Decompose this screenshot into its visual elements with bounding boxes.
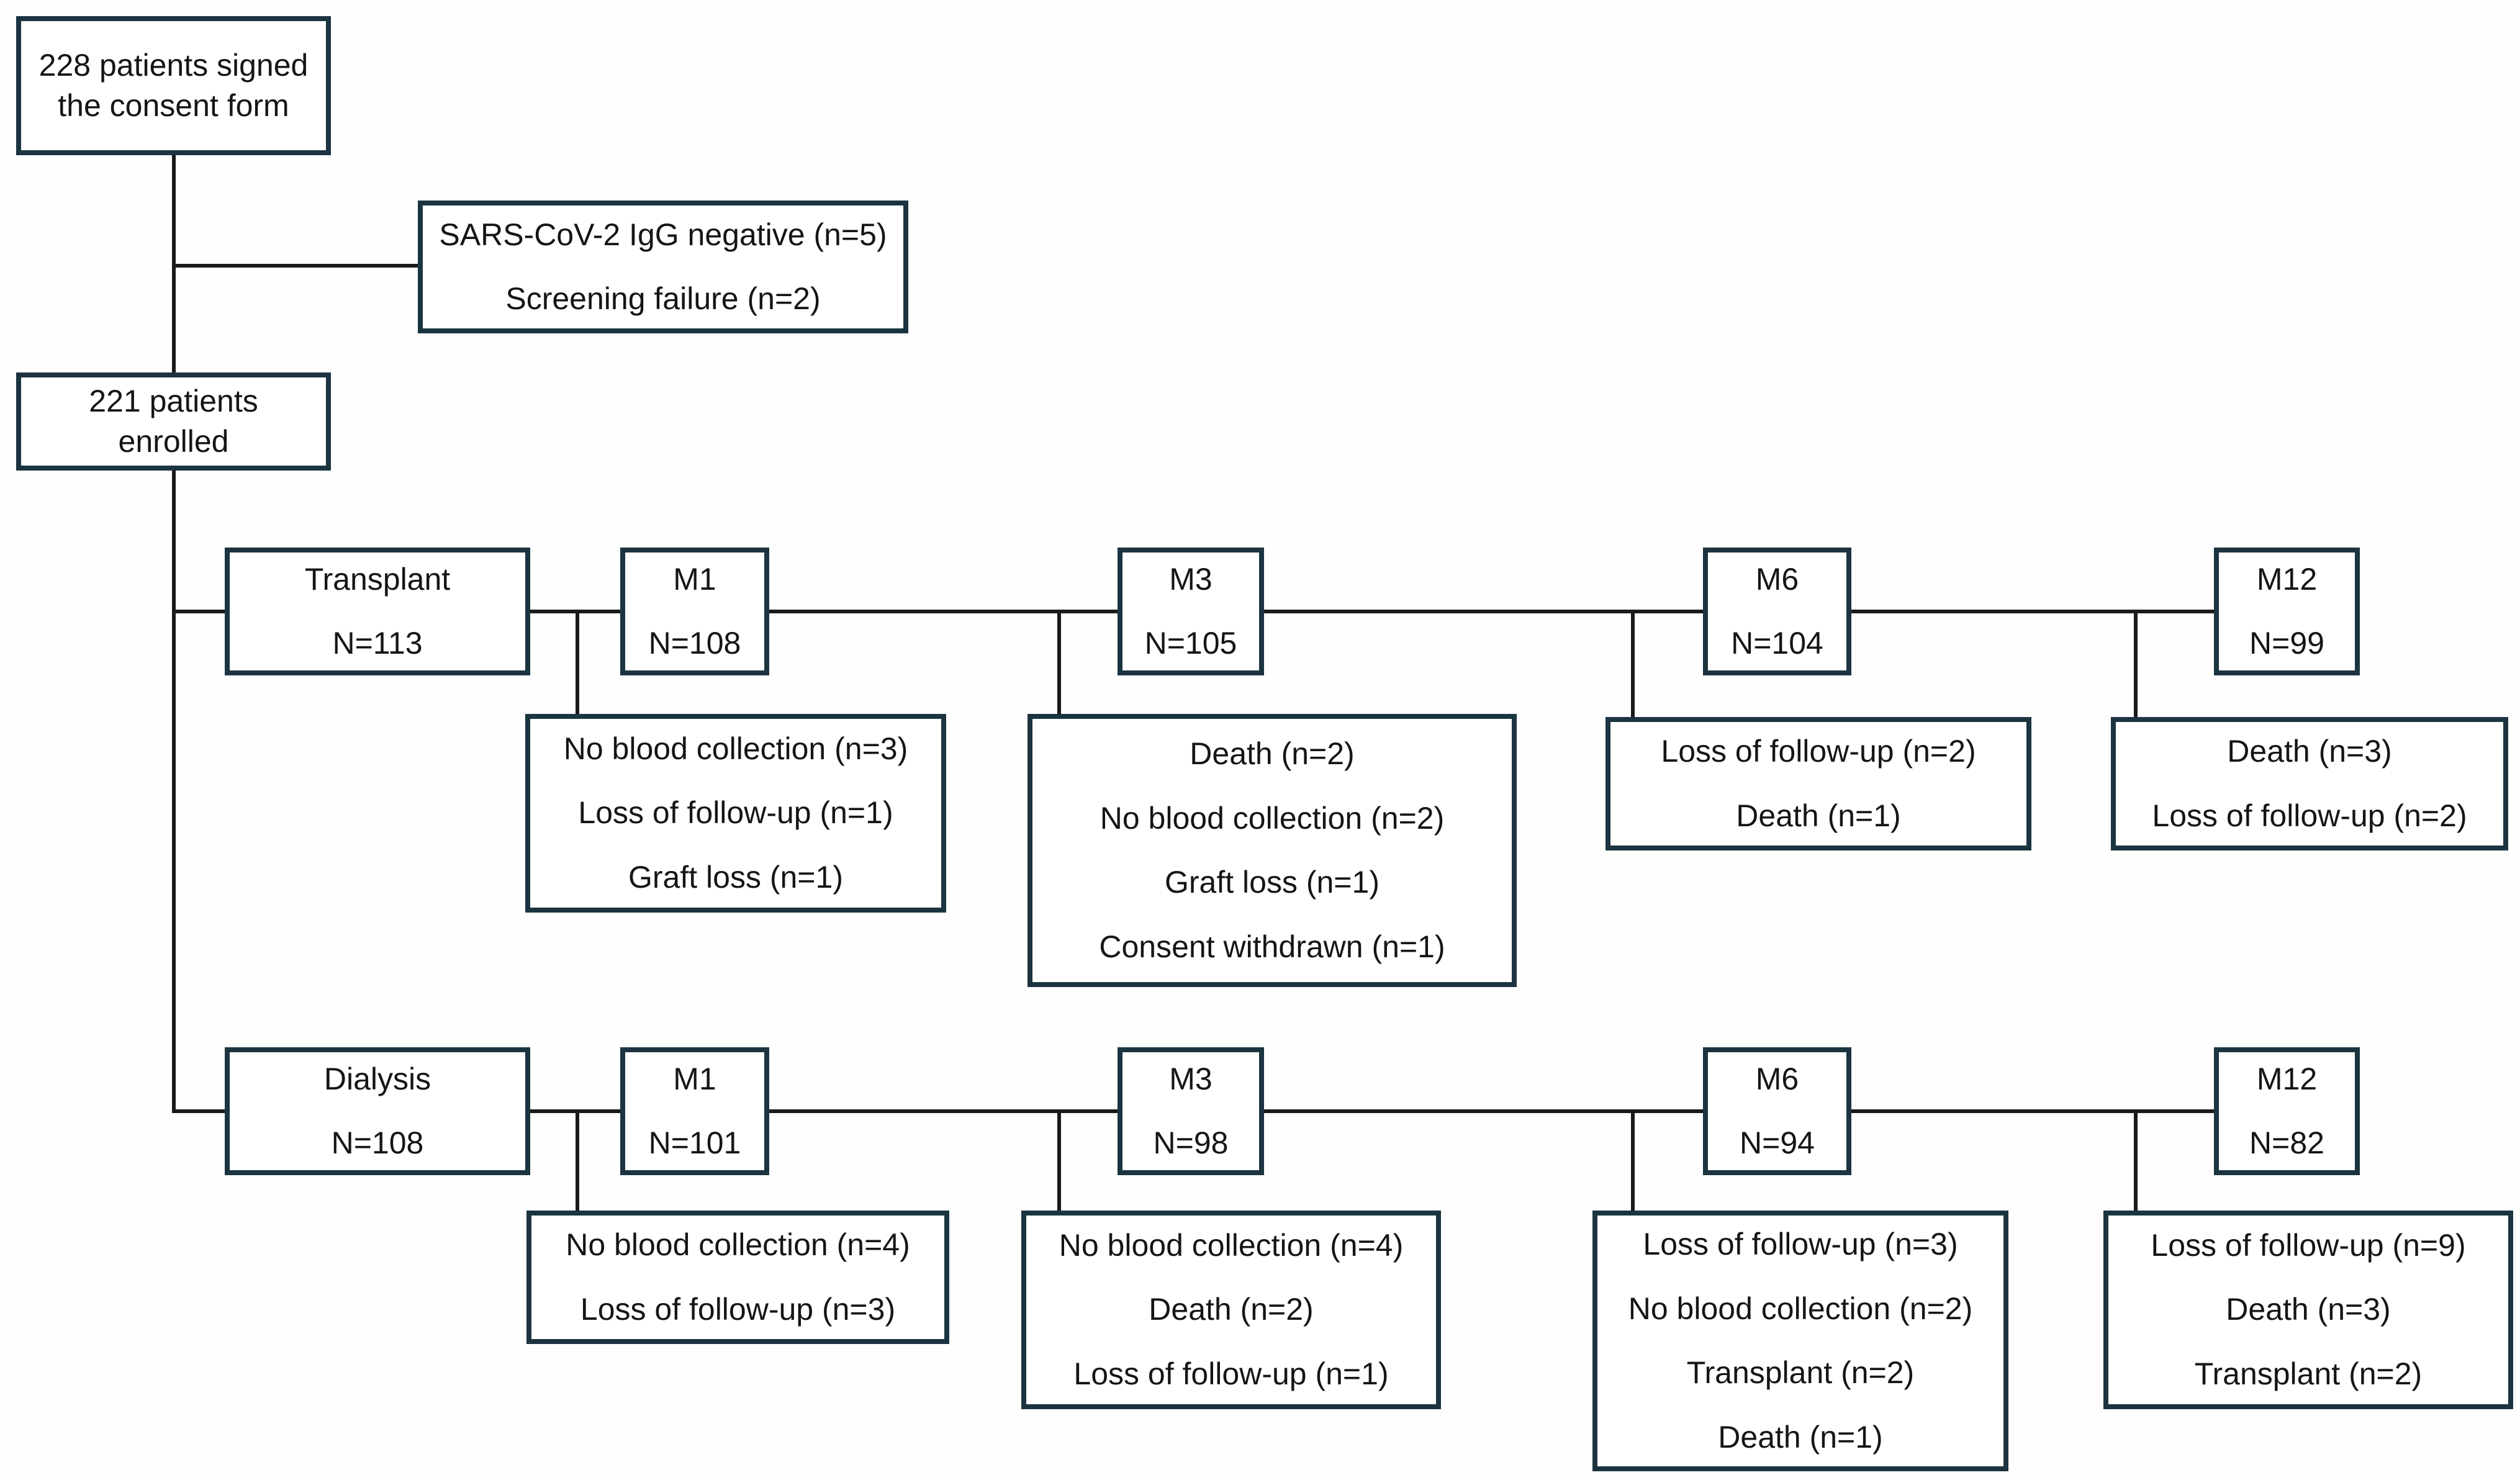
node-line: M12 [2256,1061,2318,1096]
node-enrolled: 221 patients enrolled [16,372,331,471]
connector-line [172,264,418,268]
node-line: Death (n=2) [1149,1292,1314,1327]
node-line: No blood collection (n=3) [563,731,908,766]
node-dialysis-m1-dropouts: No blood collection (n=4) Loss of follow… [526,1211,949,1344]
node-transplant-m1-dropouts: No blood collection (n=3) Loss of follow… [525,714,946,913]
node-dialysis-m1: M1 N=101 [620,1047,769,1175]
node-transplant-m6-dropouts: Loss of follow-up (n=2) Death (n=1) [1605,717,2031,850]
node-line: Screening failure (n=2) [505,281,821,316]
node-dialysis-m3: M3 N=98 [1118,1047,1264,1175]
node-line: Loss of follow-up (n=3) [1643,1227,1958,1261]
node-line: M12 [2256,561,2318,597]
connector-line [1631,611,1635,719]
node-line: enrolled [118,424,229,459]
connector-line [1850,610,2215,613]
node-line: No blood collection (n=2) [1628,1291,1973,1326]
node-line: N=108 [648,626,741,661]
node-line: M1 [673,561,716,597]
connector-line [768,1109,1119,1113]
node-line: N=104 [1731,626,1823,661]
connector-line [1263,610,1704,613]
node-line: N=101 [648,1125,741,1160]
node-consent-signed: 228 patients signed the consent form [16,16,331,155]
node-line: Consent withdrawn (n=1) [1099,929,1445,964]
connector-line [576,611,579,716]
node-line: Loss of follow-up (n=3) [580,1291,896,1327]
node-transplant-m1: M1 N=108 [620,548,769,675]
node-dialysis-m12: M12 N=82 [2214,1047,2360,1175]
node-line: M3 [1169,561,1213,597]
node-line: the consent form [58,88,289,123]
node-line: Death (n=3) [2227,734,2392,769]
node-line: N=82 [2249,1125,2324,1160]
connector-line [1057,611,1061,716]
node-line: Loss of follow-up (n=1) [1073,1356,1389,1391]
node-line: No blood collection (n=2) [1100,800,1445,836]
node-line: M6 [1755,1061,1799,1096]
node-dialysis-m6: M6 N=94 [1703,1047,1851,1175]
node-line: M6 [1755,561,1799,597]
node-line: N=94 [1740,1125,1815,1160]
node-line: N=99 [2249,626,2324,661]
node-line: No blood collection (n=4) [1059,1227,1404,1263]
node-line: Loss of follow-up (n=1) [578,795,893,831]
node-line: 228 patients signed [38,47,309,83]
connector-line [576,1111,579,1212]
node-transplant-arm: Transplant N=113 [225,548,530,675]
connector-line [1263,1109,1704,1113]
connector-line [529,1109,621,1113]
node-transplant-m3: M3 N=105 [1118,548,1264,675]
node-transplant-m12: M12 N=99 [2214,548,2360,675]
node-line: N=108 [331,1125,424,1160]
node-line: Graft loss (n=1) [628,859,843,895]
connector-line [529,610,621,613]
node-line: Death (n=2) [1190,736,1355,771]
node-line: M1 [673,1061,716,1096]
node-line: M3 [1169,1061,1213,1096]
node-line: N=105 [1144,626,1237,661]
node-line: Death (n=1) [1718,1419,1883,1455]
node-line: Death (n=3) [2226,1292,2391,1327]
connector-line [1057,1111,1061,1212]
node-transplant-m12-dropouts: Death (n=3) Loss of follow-up (n=2) [2111,717,2508,850]
node-dialysis-m6-dropouts: Loss of follow-up (n=3) No blood collect… [1592,1211,2008,1471]
connector-line [768,610,1119,613]
node-transplant-m6: M6 N=104 [1703,548,1851,675]
node-line: Loss of follow-up (n=2) [2152,798,2467,833]
node-line: Death (n=1) [1736,798,1901,833]
connector-line [2134,611,2138,719]
node-exclusion: SARS-CoV-2 IgG negative (n=5) Screening … [418,201,908,333]
node-line: 221 patients [89,383,258,418]
node-line: Transplant [304,561,451,597]
node-line: N=113 [332,626,423,661]
node-dialysis-arm: Dialysis N=108 [225,1047,530,1175]
node-dialysis-m12-dropouts: Loss of follow-up (n=9) Death (n=3) Tran… [2103,1211,2513,1409]
node-dialysis-m3-dropouts: No blood collection (n=4) Death (n=2) Lo… [1021,1211,1441,1409]
connector-line [172,610,226,613]
connector-line [1850,1109,2215,1113]
node-line: Loss of follow-up (n=9) [2151,1227,2466,1263]
node-line: No blood collection (n=4) [566,1227,910,1262]
connector-line [1631,1111,1635,1212]
node-line: Graft loss (n=1) [1165,865,1380,900]
node-line: Transplant (n=2) [1686,1355,1915,1390]
node-line: SARS-CoV-2 IgG negative (n=5) [439,217,887,252]
connector-line [2134,1111,2138,1212]
node-transplant-m3-dropouts: Death (n=2) No blood collection (n=2) Gr… [1027,714,1517,987]
connector-line [172,471,176,1113]
connector-line [172,1109,226,1113]
node-line: N=98 [1153,1125,1229,1160]
node-line: Dialysis [323,1061,431,1096]
node-line: Loss of follow-up (n=2) [1661,734,1976,769]
node-line: Transplant (n=2) [2194,1356,2423,1391]
